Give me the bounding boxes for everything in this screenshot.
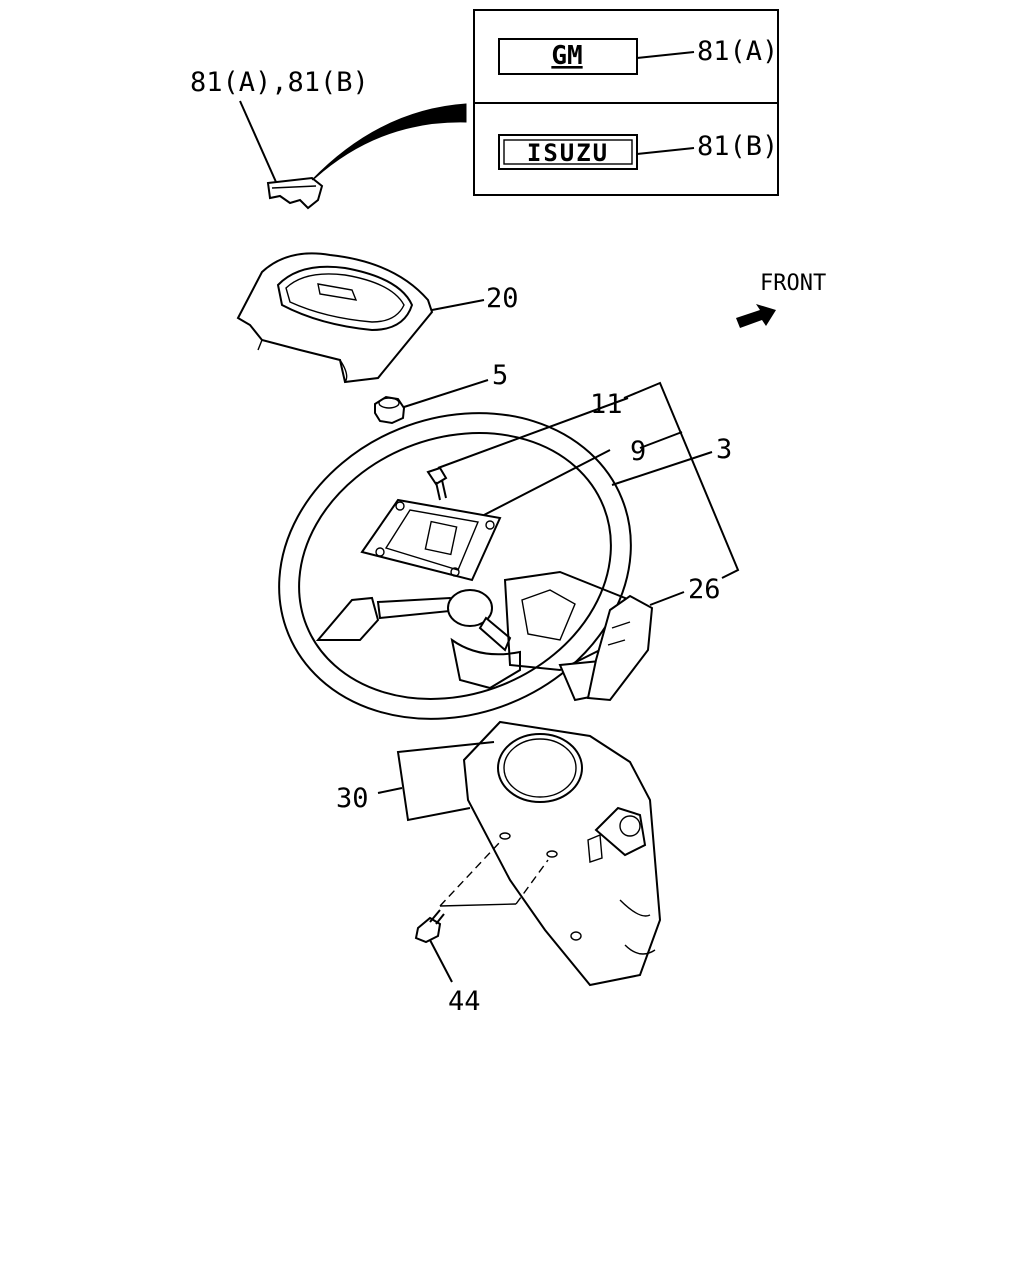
callout-44: 44 bbox=[448, 986, 481, 1017]
callout-20: 20 bbox=[486, 283, 519, 314]
gm-emblem bbox=[498, 38, 638, 75]
emblem-reference-box: GM 81(A) ISUZU 81(B) bbox=[473, 9, 779, 196]
steering-wheel bbox=[278, 381, 740, 720]
column-cover: 30 bbox=[336, 720, 662, 987]
front-arrow-icon bbox=[736, 304, 776, 328]
callout-30: 30 bbox=[336, 783, 369, 814]
screw: 44 bbox=[414, 841, 549, 1017]
emblem-part: 81(A),81(B) bbox=[190, 67, 467, 210]
callout-81b: 81(B) bbox=[697, 131, 778, 162]
callout-emblem: 81(A),81(B) bbox=[190, 67, 369, 98]
callout-81a: 81(A) bbox=[697, 36, 778, 67]
horn-pad: 20 bbox=[236, 252, 519, 384]
callout-3: 3 bbox=[716, 434, 732, 465]
callout-9: 9 bbox=[630, 436, 646, 467]
callout-11: 11 bbox=[590, 389, 623, 420]
isuzu-emblem-text: ISUZU bbox=[527, 139, 609, 167]
callout-26: 26 bbox=[688, 574, 721, 605]
isuzu-emblem bbox=[498, 134, 638, 170]
front-direction-indicator: FRONT bbox=[736, 271, 826, 328]
front-label: FRONT bbox=[760, 271, 826, 296]
nut: 5 bbox=[374, 360, 508, 425]
gm-emblem-text: GM bbox=[551, 41, 582, 71]
callout-5: 5 bbox=[492, 360, 508, 391]
